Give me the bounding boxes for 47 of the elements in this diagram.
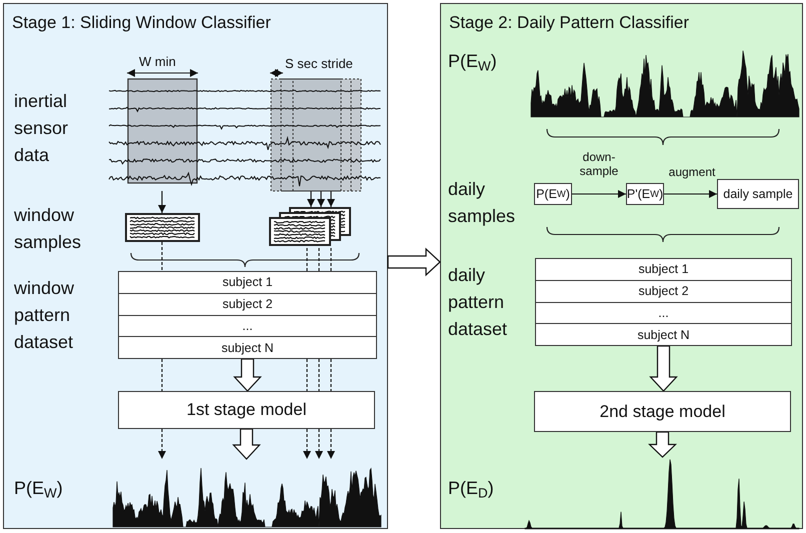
- arrow: [315, 429, 323, 459]
- block-arrow: [387, 248, 441, 276]
- dimension-label: S sec stride: [285, 57, 354, 71]
- table-row: subject N: [119, 336, 376, 358]
- dataset-table: [118, 271, 377, 359]
- table-row: subject 2: [119, 292, 376, 314]
- stage-panel: [3, 3, 388, 529]
- block-arrow: [232, 428, 261, 460]
- block-arrow: [648, 431, 677, 458]
- block-arrow: [649, 345, 678, 392]
- stage-panel: [440, 3, 803, 529]
- row-label: daily pattern dataset: [448, 264, 508, 341]
- table-row-text: subject 1: [221, 274, 274, 292]
- arrow: [307, 191, 315, 207]
- table-row: ...: [536, 302, 791, 324]
- process-box: daily sample: [717, 179, 799, 209]
- arrow: [158, 191, 166, 213]
- table-row: subject 2: [536, 280, 791, 302]
- table-row: ...: [119, 314, 376, 336]
- model-box: 1st stage model: [118, 391, 375, 429]
- block-arrow: [233, 358, 262, 392]
- row-label: daily samples: [448, 178, 516, 228]
- dimension-label: W min: [139, 55, 177, 69]
- row-label: inertial sensor data: [14, 90, 70, 167]
- arrow: [664, 190, 717, 198]
- row-label: window pattern dataset: [14, 277, 76, 354]
- arrow: [572, 190, 626, 198]
- row-label: P(E$_{W}$): [448, 50, 498, 76]
- arrow: [327, 191, 335, 207]
- row-label: P(E$_{W}$): [14, 477, 64, 502]
- model-box: 2nd stage model: [534, 391, 791, 432]
- arrow: [327, 429, 335, 459]
- arrow: [317, 191, 325, 207]
- arrow: [303, 429, 311, 459]
- panel-title: Stage 1: Sliding Window Classifier: [12, 13, 271, 33]
- row-label: window samples: [14, 204, 82, 254]
- panel-title: Stage 2: Daily Pattern Classifier: [449, 13, 689, 33]
- dataset-table: [535, 258, 792, 346]
- arrow: [158, 429, 166, 459]
- window-sample-stack-drawing: [269, 207, 353, 248]
- table-row-text: subject 1: [637, 261, 690, 278]
- table-row: subject N: [536, 323, 791, 345]
- window-sample-drawing: [125, 213, 200, 242]
- probability-plot-drawing: [525, 457, 799, 529]
- edge-label: augment: [668, 165, 716, 179]
- row-label: P(E$_{D}$): [448, 477, 495, 502]
- edge-label: down-sample: [578, 150, 620, 178]
